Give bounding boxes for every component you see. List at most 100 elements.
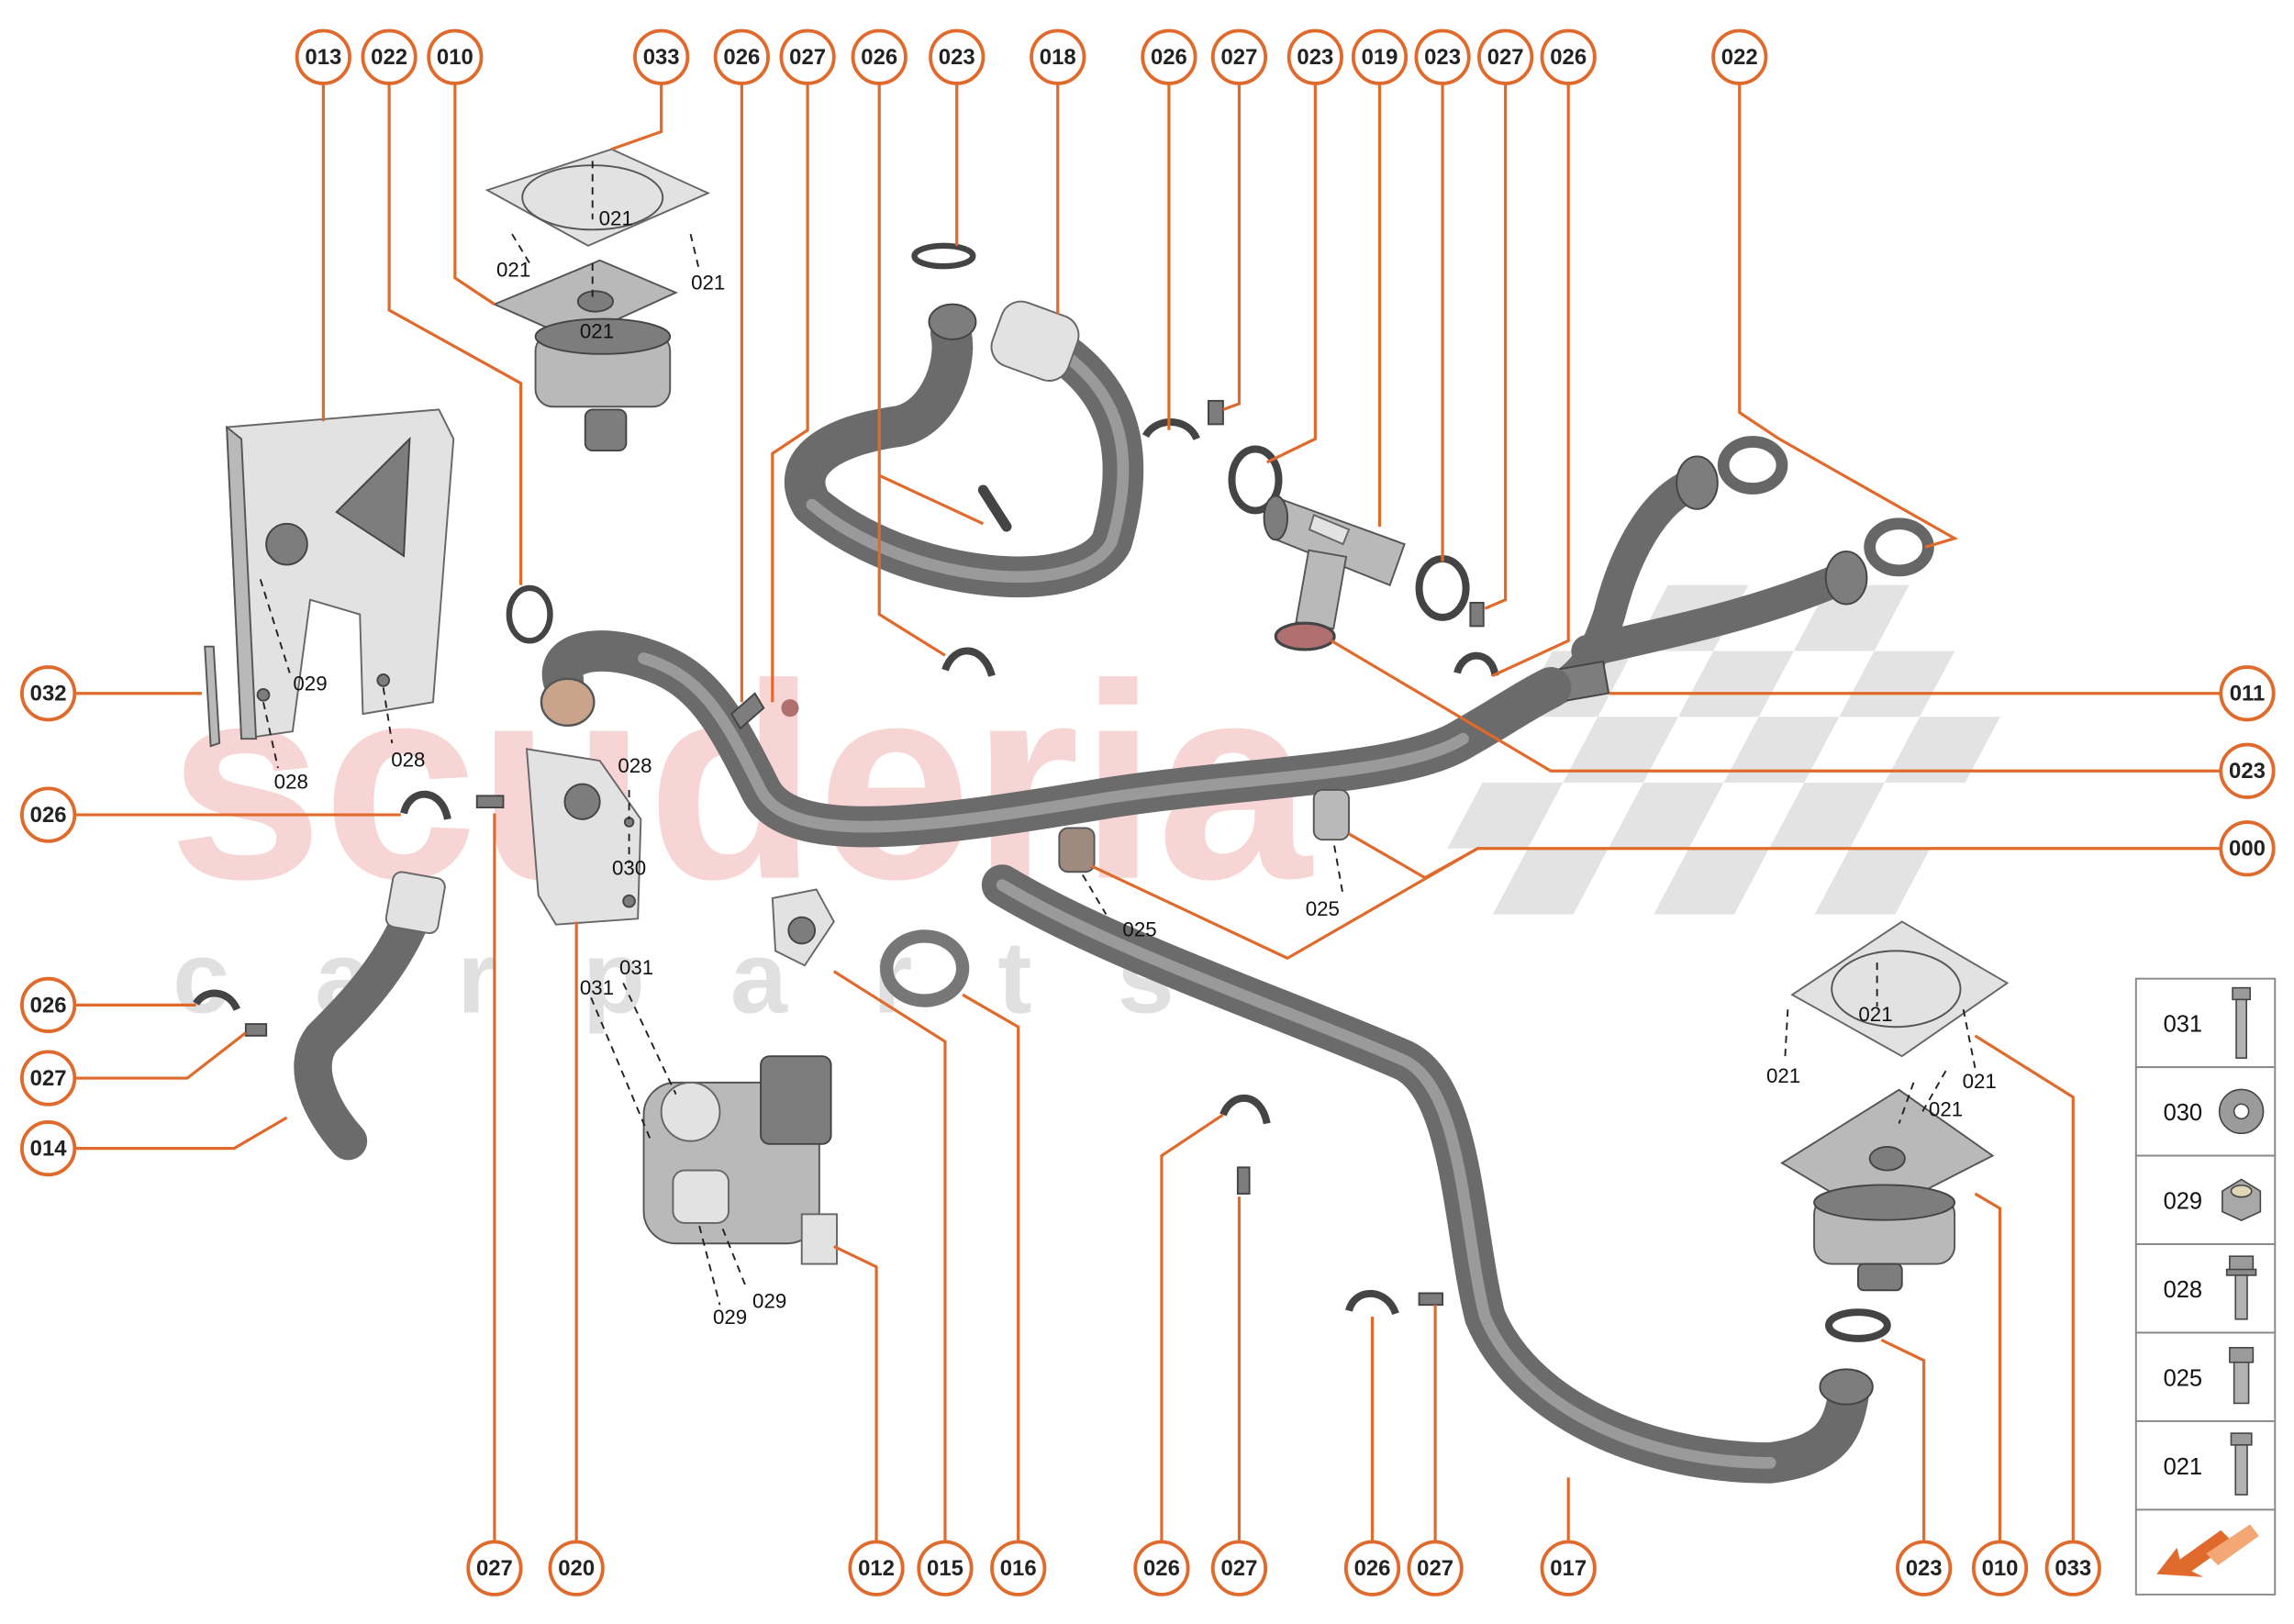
inline-label-028-b: 028 <box>391 748 425 771</box>
bolt-027-left <box>475 795 505 809</box>
callout-026-top-3[interactable]: 026 <box>1141 28 1197 85</box>
callout-circle <box>1407 1540 1464 1596</box>
callout-026-left-1[interactable]: 026 <box>20 786 77 843</box>
inline-label-029-b: 029 <box>752 1289 786 1312</box>
callout-circle <box>1210 28 1268 85</box>
clip-032 <box>204 645 221 748</box>
callout-019-top[interactable]: 019 <box>1351 28 1409 85</box>
nut-icon <box>2222 1178 2262 1222</box>
callout-010-top-left[interactable]: 010 <box>427 28 484 85</box>
callout-027-bottom-3[interactable]: 027 <box>1407 1540 1464 1596</box>
callout-code: 018 <box>1040 45 1076 70</box>
washer-icon <box>2218 1088 2265 1135</box>
screw-icon <box>2230 1432 2253 1496</box>
callout-018-top[interactable]: 018 <box>1030 28 1086 85</box>
callout-code: 027 <box>476 1556 513 1581</box>
callout-circle <box>1540 28 1597 85</box>
clip-026-bottom-a <box>1219 1095 1271 1125</box>
callout-circle <box>2044 1540 2101 1596</box>
callout-circle <box>848 1540 905 1596</box>
callout-circle <box>1351 28 1409 85</box>
callout-015-bottom[interactable]: 015 <box>917 1540 974 1596</box>
callout-circle <box>2219 820 2276 877</box>
clamp-023-red <box>1274 621 1336 651</box>
callout-code: 027 <box>1221 45 1258 70</box>
callout-026-bottom-2[interactable]: 026 <box>1343 1540 1401 1596</box>
checkered-flag-watermark <box>1447 584 2000 915</box>
callout-026-top-1[interactable]: 026 <box>713 28 770 85</box>
callout-033-bottom[interactable]: 033 <box>2044 1540 2101 1596</box>
callout-023-bottom[interactable]: 023 <box>1896 1540 1953 1596</box>
callout-circle <box>1896 1540 1953 1596</box>
callout-013-top[interactable]: 013 <box>295 28 351 85</box>
callout-010-bottom[interactable]: 010 <box>1971 1540 2029 1596</box>
callout-code: 027 <box>1417 1556 1453 1581</box>
leader-lines <box>75 82 2220 1542</box>
nav-arrow-button[interactable] <box>2134 1508 2277 1596</box>
callout-016-bottom[interactable]: 016 <box>990 1540 1047 1596</box>
callout-032-left[interactable]: 032 <box>20 665 77 722</box>
bolt-027-center <box>781 699 799 717</box>
callout-026-top-2[interactable]: 026 <box>851 28 908 85</box>
callout-023-right[interactable]: 023 <box>2219 742 2276 799</box>
legend-code: 021 <box>2164 1454 2203 1480</box>
callout-code: 022 <box>371 45 407 70</box>
callout-014-left[interactable]: 014 <box>20 1119 77 1177</box>
inline-label-021-f: 021 <box>1766 1064 1800 1087</box>
callout-circle <box>851 28 908 85</box>
callout-circle <box>1971 1540 2029 1596</box>
callout-circle <box>20 665 77 722</box>
callout-026-left-2[interactable]: 026 <box>20 976 77 1033</box>
callout-027-bottom-2[interactable]: 027 <box>1210 1540 1268 1596</box>
callout-027-top-3[interactable]: 027 <box>1477 28 1534 85</box>
callout-017-bottom[interactable]: 017 <box>1540 1540 1597 1596</box>
callout-027-left[interactable]: 027 <box>20 1050 77 1107</box>
inline-label-028-a: 028 <box>274 770 308 793</box>
callout-code: 011 <box>2230 682 2266 706</box>
callout-023-top-2[interactable]: 023 <box>1286 28 1343 85</box>
legend-item-021: 021 <box>2134 1420 2277 1511</box>
flange-bolt-icon <box>2225 1255 2257 1320</box>
callout-000-right[interactable]: 000 <box>2219 820 2276 877</box>
callout-011-right[interactable]: 011 <box>2219 665 2276 722</box>
callout-020-bottom[interactable]: 020 <box>548 1540 605 1596</box>
inline-label-021-c: 021 <box>691 272 725 295</box>
callout-026-bottom-1[interactable]: 026 <box>1133 1540 1190 1596</box>
inline-label-031-b: 031 <box>580 976 614 999</box>
callout-027-bottom-1[interactable]: 027 <box>466 1540 523 1596</box>
callout-code: 033 <box>2055 1556 2091 1581</box>
mount-010-bottom <box>1780 920 2010 1292</box>
legend-item-025: 025 <box>2134 1331 2277 1422</box>
callout-code: 026 <box>723 45 760 70</box>
pump-012 <box>642 1055 838 1265</box>
clamp-023-tee <box>1415 555 1470 621</box>
callout-code: 012 <box>858 1556 895 1581</box>
clip-026-bottom-b <box>1345 1289 1399 1316</box>
long-bolt-icon <box>2232 986 2251 1059</box>
callout-026-top-4[interactable]: 026 <box>1540 28 1597 85</box>
callout-circle <box>20 1119 77 1177</box>
callout-circle <box>929 28 986 85</box>
callout-012-bottom[interactable]: 012 <box>848 1540 905 1596</box>
callout-023-top-3[interactable]: 023 <box>1414 28 1471 85</box>
flange-015 <box>771 888 835 967</box>
callout-circle <box>633 28 690 85</box>
short-bolt-icon <box>2229 1347 2255 1405</box>
callout-code: 020 <box>558 1556 595 1581</box>
callout-code: 027 <box>1487 45 1524 70</box>
callout-code: 033 <box>643 45 680 70</box>
clamp-023-bottom <box>1825 1308 1891 1342</box>
callout-027-top-1[interactable]: 027 <box>779 28 836 85</box>
inline-label-030-a: 030 <box>612 856 646 879</box>
callout-022-top-left[interactable]: 022 <box>361 28 418 85</box>
callout-033-top-left[interactable]: 033 <box>633 28 690 85</box>
callout-code: 023 <box>1906 1556 1943 1581</box>
callout-027-top-2[interactable]: 027 <box>1210 28 1268 85</box>
callout-circle <box>1133 1540 1190 1596</box>
grommet-025-a <box>1058 827 1096 873</box>
callout-023-top-1[interactable]: 023 <box>929 28 986 85</box>
callout-022-top-right[interactable]: 022 <box>1711 28 1768 85</box>
clip-026-mid <box>941 647 996 677</box>
seal-022-b <box>1864 517 1934 577</box>
